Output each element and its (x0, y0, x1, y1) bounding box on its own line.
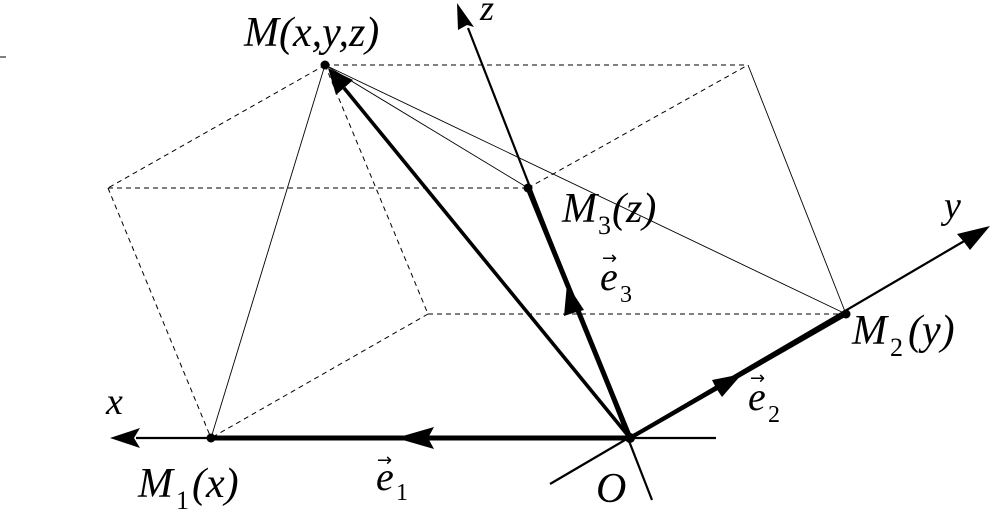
label-point-m1: M 1 (x) (137, 461, 239, 515)
label-origin: O (596, 466, 626, 512)
label-point-m3-sub: 3 (598, 211, 611, 240)
projection-m-m1 (210, 64, 326, 439)
point-m1-dot (206, 433, 216, 443)
e3-arrowhead (564, 284, 584, 316)
label-vec-e1-sub: 1 (396, 480, 408, 506)
label-vec-e2-sub: 2 (768, 402, 780, 428)
label-axis-z: z (479, 0, 494, 28)
y-axis-arrowhead (957, 226, 990, 250)
label-point-m3-arg: (z) (612, 186, 656, 232)
x-axis-arrowhead (110, 428, 140, 448)
label-point-m1-sub: 1 (176, 486, 189, 515)
segment-o-m3 (525, 187, 633, 439)
point-m2-dot (841, 309, 851, 319)
label-point-m2: M 2 (y) (851, 308, 955, 362)
label-vec-e3-sub: 3 (620, 282, 632, 308)
unit-vector-arrowheads (396, 284, 742, 449)
dashed-box-edges (107, 64, 846, 439)
point-m-dot (320, 60, 330, 70)
origin-dot (625, 433, 635, 443)
projection-lines (210, 64, 847, 439)
position-vector-arrowhead (328, 68, 353, 95)
label-vec-e3: → e 3 (600, 248, 632, 308)
label-vec-e3-arrow: → (602, 248, 617, 269)
dashed-edge-m-left (107, 64, 326, 189)
projection-m-m3 (324, 64, 529, 189)
dashed-edge-m-mid (324, 64, 429, 315)
label-vec-e1-letter: e (376, 454, 394, 499)
axes (110, 3, 990, 501)
projection-m-m2 (324, 64, 847, 315)
dashed-edge-left-m1 (107, 187, 212, 439)
e1-arrowhead (396, 427, 434, 449)
label-vec-e2-arrow: → (750, 368, 765, 389)
label-point-m: M(x,y,z) (243, 10, 379, 56)
label-point-m3-letter: M (561, 186, 599, 232)
dashed-edge-mid-m1 (210, 313, 429, 439)
label-vec-e2: → e 2 (748, 368, 780, 428)
point-m3-dot (523, 183, 533, 193)
dashed-edge-m3-top-right (527, 64, 749, 189)
z-axis-arrowhead (457, 3, 474, 30)
points (206, 60, 851, 443)
label-axis-x: x (105, 381, 123, 423)
label-point-m1-arg: (x) (192, 461, 239, 507)
label-point-m1-letter: M (137, 461, 175, 507)
label-vec-e1-arrow: → (377, 450, 392, 471)
label-vec-e2-letter: e (748, 374, 766, 419)
label-point-m2-arg: (y) (908, 308, 955, 354)
e2-arrowhead (712, 374, 742, 397)
y-axis-line (549, 239, 967, 485)
label-vec-e3-letter: e (600, 254, 618, 299)
position-vector-line (342, 86, 632, 440)
label-point-m2-letter: M (851, 308, 889, 354)
label-point-m3: M 3 (z) (561, 186, 656, 240)
label-axis-y: y (940, 185, 961, 227)
label-point-m2-sub: 2 (890, 333, 903, 362)
label-vec-e1: → e 1 (376, 450, 408, 506)
projection-top-right-m2 (747, 64, 847, 315)
position-vector (328, 68, 632, 440)
